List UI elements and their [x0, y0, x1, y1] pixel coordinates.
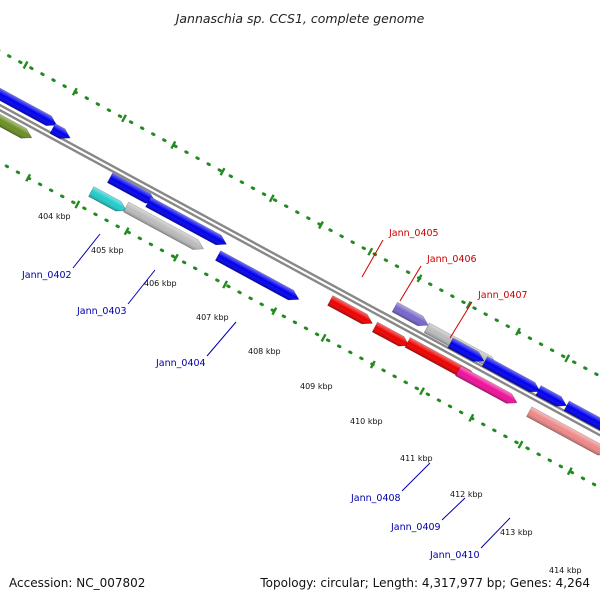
kbp-tick-label: 412 kbp: [450, 490, 483, 499]
gene-arrow-h: [214, 250, 300, 301]
gene-arrow-k: [447, 337, 485, 362]
inner-tick-mark: [517, 440, 524, 449]
gene-label-leader: [449, 301, 473, 339]
inner-tick-mark: [74, 200, 81, 209]
gene-arrow-jann-0409: [455, 365, 518, 404]
gene-arrow-jann-0405: [327, 295, 373, 325]
kbp-tick-label: 411 kbp: [400, 454, 433, 463]
gene-arrow-jann-0409-shading: [455, 366, 518, 404]
inner-tick-ring: [0, 160, 600, 490]
gene-arrow-a: [0, 77, 58, 126]
gene-label: Jann_0405: [388, 228, 439, 239]
gene-arrow-g-shading: [145, 197, 227, 245]
gene-arrow-j-shading: [404, 337, 477, 381]
gene-arrow-jann-0410-shading: [526, 406, 600, 456]
gene-arrow-jann-0405-shading: [327, 295, 373, 324]
inner-tick-mark: [566, 467, 573, 476]
gene-label-leader: [480, 517, 511, 549]
gene-arrow-e: [88, 186, 127, 212]
gene-arrow-jann-0406: [391, 301, 429, 327]
outer-tick-mark: [121, 114, 128, 123]
gene-label: Jann_0404: [155, 358, 206, 369]
inner-tick-mark: [271, 307, 278, 316]
gene-arrow-e-shading: [88, 186, 127, 212]
gene-arrow-c-shading: [49, 123, 71, 139]
gene-arrow-n: [563, 400, 600, 436]
outer-tick-mark: [416, 274, 423, 283]
outer-tick-mark: [71, 87, 78, 96]
gene-arrow-jann-0406-shading: [392, 302, 429, 326]
gene-arrow-h-shading: [215, 250, 299, 300]
inner-tick-mark: [172, 253, 179, 262]
gene-label-leader: [399, 265, 422, 302]
gene-label: Jann_0409: [390, 522, 441, 533]
gene-label: Jann_0403: [76, 306, 127, 317]
kbp-tick-label: 414 kbp: [549, 566, 582, 575]
gene-arrow-f-shading: [123, 202, 204, 250]
kbp-tick-label: 407 kbp: [196, 313, 229, 322]
gene-label-leader: [127, 269, 156, 305]
outer-tick-mark: [22, 60, 29, 70]
kbp-tick-label: 405 kbp: [91, 246, 124, 255]
kbp-tick-label: 406 kbp: [144, 279, 177, 288]
inner-tick-mark: [468, 413, 475, 422]
gene-label: Jann_0406: [426, 254, 477, 265]
inner-tick-mark: [369, 360, 376, 369]
inner-tick-mark: [419, 387, 426, 396]
gene-arrow-i-shading: [372, 322, 410, 347]
tick-rings: [0, 49, 600, 490]
gene-arrow-l-shading: [482, 356, 541, 393]
gene-arrow-l: [481, 356, 541, 393]
gene-label: Jann_0402: [21, 270, 72, 281]
annotation-labels: 404 kbp 405 kbp 406 kbp 407 kbp 408 kbp 409 k…: [21, 212, 582, 575]
outer-tick-mark: [170, 140, 177, 150]
gene-arrow-c: [49, 123, 71, 139]
accession-text: Accession: NC_007802: [9, 576, 145, 590]
outer-tick-mark: [515, 327, 521, 336]
gene-label-leader: [441, 497, 466, 521]
inner-tick-mark: [25, 173, 32, 182]
kbp-tick-label: 408 kbp: [248, 347, 281, 356]
gene-arrow-b-shading: [0, 98, 32, 139]
kbp-tick-label: 404 kbp: [38, 212, 71, 221]
gene-arrow-b: [0, 98, 33, 139]
gene-arrow-m: [535, 385, 568, 407]
gene-label-leader: [401, 462, 431, 492]
outer-tick-mark: [367, 247, 374, 256]
gene-arrow-jann-0410: [526, 406, 600, 456]
gene-arrow-d-shading: [107, 172, 156, 204]
backbone-line-1: [0, 108, 600, 437]
outer-tick-mark: [465, 300, 472, 310]
gene-arrow-a-shading: [0, 78, 57, 126]
outer-tick-mark: [318, 220, 324, 230]
kbp-tick-label: 413 kbp: [500, 528, 533, 537]
gene-arrow-n-shading: [563, 400, 600, 435]
inner-tick-mark: [123, 227, 130, 236]
outer-tick-mark: [564, 354, 571, 363]
genome-backbone: [0, 103, 600, 437]
backbone-line-2: [0, 103, 600, 432]
gene-arrow-g: [145, 196, 227, 246]
gene-arrows: [0, 77, 600, 456]
gene-label-leader: [72, 233, 101, 269]
kbp-tick-label: 410 kbp: [350, 417, 383, 426]
gene-label: Jann_0407: [477, 290, 528, 301]
gene-label-leader: [206, 321, 237, 357]
gene-arrow-m-shading: [535, 385, 567, 407]
outer-tick-mark: [268, 194, 275, 203]
gene-label: Jann_0410: [429, 550, 480, 561]
map-title: Jannaschia sp. CCS1, complete genome: [173, 11, 425, 26]
kbp-tick-label: 409 kbp: [300, 382, 333, 391]
inner-tick-mark: [222, 280, 229, 289]
gene-arrow-k-shading: [447, 338, 484, 362]
gene-arrow-f: [123, 201, 204, 250]
gene-arrow-i: [371, 321, 410, 347]
gene-label-leader: [361, 239, 384, 278]
outer-tick-mark: [219, 167, 226, 176]
genome-summary-text: Topology: circular; Length: 4,317,977 bp…: [259, 576, 590, 590]
gene-label: Jann_0408: [350, 493, 401, 504]
inner-tick-mark: [320, 333, 327, 342]
